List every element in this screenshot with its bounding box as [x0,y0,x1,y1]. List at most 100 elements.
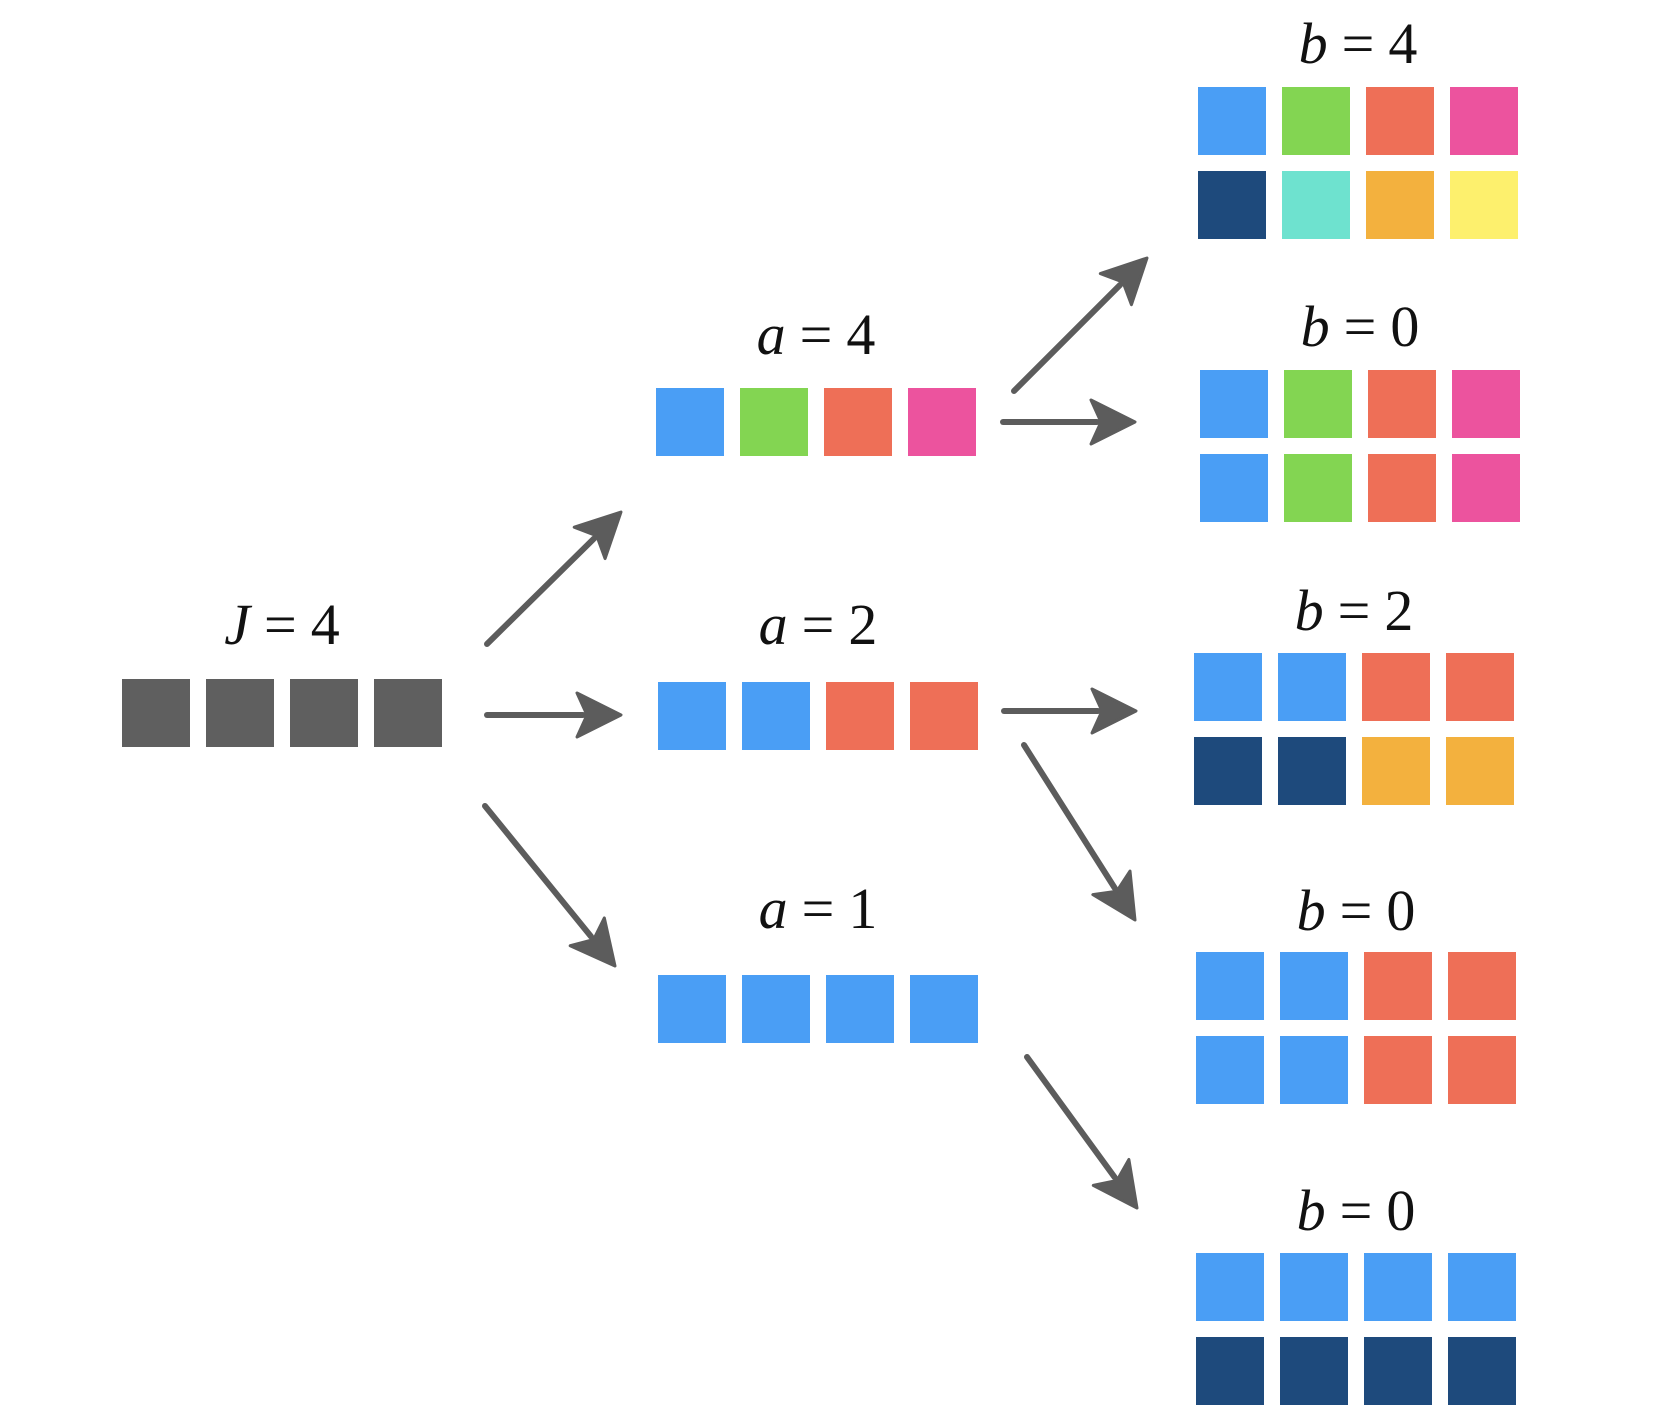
equals-sign: = [1337,578,1371,643]
color-square-b0_a1-r0-c1 [1280,1253,1348,1321]
color-square-b0_a1-r1-c0 [1196,1337,1264,1405]
color-square-b2-r1-c1 [1278,737,1346,805]
equals-sign: = [1339,878,1373,943]
variable-name: b [1296,1178,1326,1243]
color-square-b4-r1-c3 [1450,171,1518,239]
color-square-b0_a1-r0-c0 [1196,1253,1264,1321]
color-square-a1-r0-c2 [826,975,894,1043]
variable-value: 0 [1390,294,1420,359]
color-square-b0_a2-r1-c1 [1280,1036,1348,1104]
color-square-a4-r0-c2 [824,388,892,456]
color-square-b2-r0-c3 [1446,653,1514,721]
color-square-a2-r0-c1 [742,682,810,750]
equals-sign: = [1343,294,1377,359]
variable-value: 2 [1384,578,1414,643]
equals-sign: = [1339,1178,1373,1243]
variable-value: 4 [1388,11,1418,76]
arrow-a4-to-b4 [1011,256,1149,394]
color-square-b4-r1-c2 [1366,171,1434,239]
color-square-b0_a2-r1-c2 [1364,1036,1432,1104]
arrow-shaft [484,535,597,647]
color-square-b0_a2-r1-c0 [1196,1036,1264,1104]
equals-sign: = [799,302,833,367]
arrow-root-to-a4 [484,510,623,647]
color-square-a4-r0-c3 [908,388,976,456]
color-square-b2-r0-c0 [1194,653,1262,721]
color-square-b0_a4-r0-c2 [1368,370,1436,438]
equals-sign: = [801,592,835,657]
arrow-head-icon [1091,1157,1139,1210]
equals-sign: = [264,592,297,657]
variable-name: b [1300,294,1330,359]
variable-value: 0 [1386,1178,1416,1243]
color-square-b0_a2-r0-c2 [1364,952,1432,1020]
variable-name: b [1296,878,1326,943]
color-square-b0_a4-r1-c3 [1452,454,1520,522]
color-square-b0_a1-r1-c1 [1280,1337,1348,1405]
arrow-head-icon [1089,398,1137,446]
color-square-b2-r1-c2 [1362,737,1430,805]
color-square-a2-r0-c2 [826,682,894,750]
arrow-shaft [1024,1054,1118,1181]
color-square-b0_a2-r1-c3 [1448,1036,1516,1104]
arrow-a2-to-b2 [1001,687,1138,735]
color-square-b0_a1-r0-c2 [1364,1253,1432,1321]
equals-sign: = [801,876,835,941]
node-label-b0_a2: b=0 [1297,882,1416,940]
color-square-b0_a1-r0-c3 [1448,1253,1516,1321]
color-square-b0_a4-r1-c2 [1368,454,1436,522]
color-square-b4-r0-c0 [1198,87,1266,155]
node-label-b0_a1: b=0 [1297,1182,1416,1240]
color-square-b0_a1-r1-c2 [1364,1337,1432,1405]
arrow-shaft [1011,281,1124,394]
arrow-head-icon [572,510,623,561]
arrow-root-to-a2 [484,691,623,739]
color-square-b0_a2-r0-c3 [1448,952,1516,1020]
variable-name: b [1298,11,1328,76]
color-square-root-r0-c0 [122,679,190,747]
variable-name: b [1294,578,1324,643]
color-square-b2-r0-c2 [1362,653,1430,721]
color-square-b4-r1-c0 [1198,171,1266,239]
color-square-a2-r0-c3 [910,682,978,750]
variable-value: 1 [848,876,878,941]
color-square-a2-r0-c0 [658,682,726,750]
color-square-b0_a4-r1-c1 [1284,454,1352,522]
color-square-b0_a4-r0-c0 [1200,370,1268,438]
arrow-shaft [482,803,595,940]
arrow-head-icon [1098,256,1149,307]
color-square-a1-r0-c1 [742,975,810,1043]
arrow-head-icon [1090,687,1138,735]
arrow-head-icon [568,916,617,968]
arrow-head-icon [1091,869,1137,922]
arrow-a2-to-b0_a2 [1021,742,1137,922]
color-square-a4-r0-c0 [656,388,724,456]
arrow-a1-to-b0_a1 [1024,1054,1139,1210]
color-square-b2-r1-c0 [1194,737,1262,805]
color-square-a1-r0-c0 [658,975,726,1043]
color-square-a4-r0-c1 [740,388,808,456]
color-square-root-r0-c2 [290,679,358,747]
color-square-b4-r0-c1 [1282,87,1350,155]
variable-value: 2 [848,592,878,657]
arrow-root-to-a1 [482,803,617,968]
color-square-b4-r1-c1 [1282,171,1350,239]
color-square-b0_a1-r1-c3 [1448,1337,1516,1405]
node-label-b2: b=2 [1295,582,1414,640]
variable-value: 4 [310,592,340,657]
color-square-b0_a2-r0-c1 [1280,952,1348,1020]
node-label-a1: a=1 [759,880,878,938]
color-square-root-r0-c1 [206,679,274,747]
color-square-b0_a4-r1-c0 [1200,454,1268,522]
color-square-b0_a4-r0-c3 [1452,370,1520,438]
color-square-b0_a2-r0-c0 [1196,952,1264,1020]
arrow-head-icon [575,691,623,739]
arrow-a4-to-b0_a4 [1000,398,1137,446]
variable-name: J [224,592,251,657]
variable-value: 4 [846,302,876,367]
color-square-b4-r0-c2 [1366,87,1434,155]
node-label-a4: a=4 [757,306,876,364]
equals-sign: = [1341,11,1375,76]
